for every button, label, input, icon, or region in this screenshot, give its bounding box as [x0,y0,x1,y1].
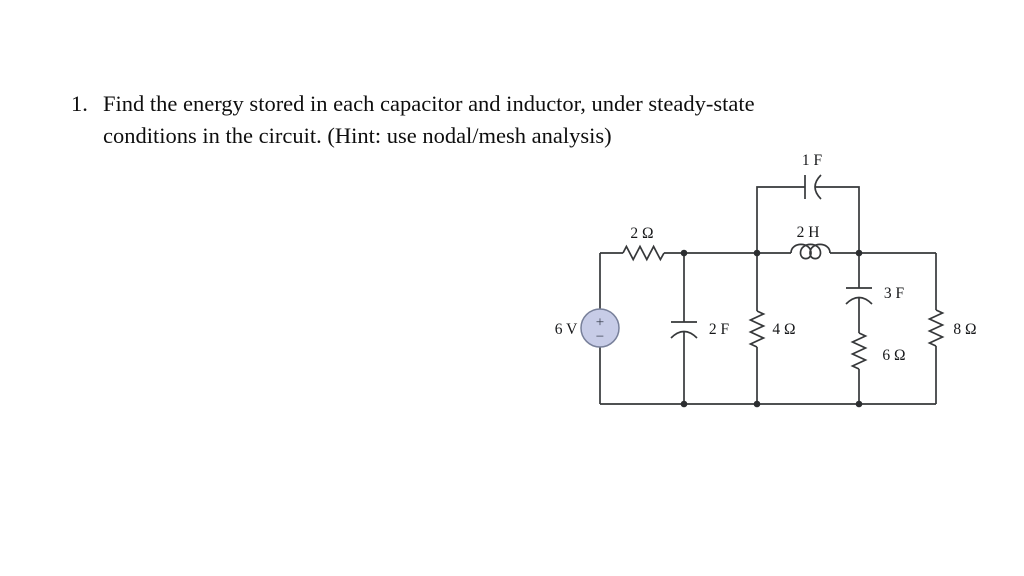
label-inductor-2h: 2 H [797,224,820,241]
label-resistor-6ohm: 6 Ω [882,347,905,364]
wire-top-branch-left [756,186,805,253]
resistor-6ohm-symbol [850,332,868,370]
label-capacitor-2f: 2 F [709,321,730,338]
node-dot [855,249,863,257]
resistor-8ohm-symbol [927,309,945,347]
node-dot [680,400,688,408]
voltage-source-plus-sign: + [596,315,604,331]
problem-text: Find the energy stored in each capacitor… [103,88,755,152]
problem-statement: 1. Find the energy stored in each capaci… [71,88,755,152]
problem-text-line-1: Find the energy stored in each capacitor… [103,91,755,116]
label-resistor-4ohm: 4 Ω [772,321,795,338]
node-dot [753,400,761,408]
node-dot [855,400,863,408]
label-resistor-8ohm: 8 Ω [953,321,976,338]
node-dot [753,249,761,257]
voltage-source-minus-sign: − [596,329,604,345]
problem-number: 1. [71,91,88,116]
resistor-4ohm-symbol [748,310,766,348]
circuit-diagram: + − 6 V 1 F 2 Ω 2 H 2 F 4 Ω 3 F 6 Ω 8 Ω [555,152,977,408]
label-resistor-2ohm: 2 Ω [630,225,653,242]
problem-text-line-2: conditions in the circuit. (Hint: use no… [103,123,612,148]
inductor-2h-symbol [790,243,831,260]
label-voltage-source: 6 V [555,321,578,338]
wire-top-branch-right [815,186,860,253]
node-dot [680,249,688,257]
voltage-source-circle [580,308,620,348]
resistor-2ohm-symbol [622,244,665,262]
label-capacitor-1f: 1 F [802,152,823,169]
label-capacitor-3f: 3 F [884,285,905,302]
